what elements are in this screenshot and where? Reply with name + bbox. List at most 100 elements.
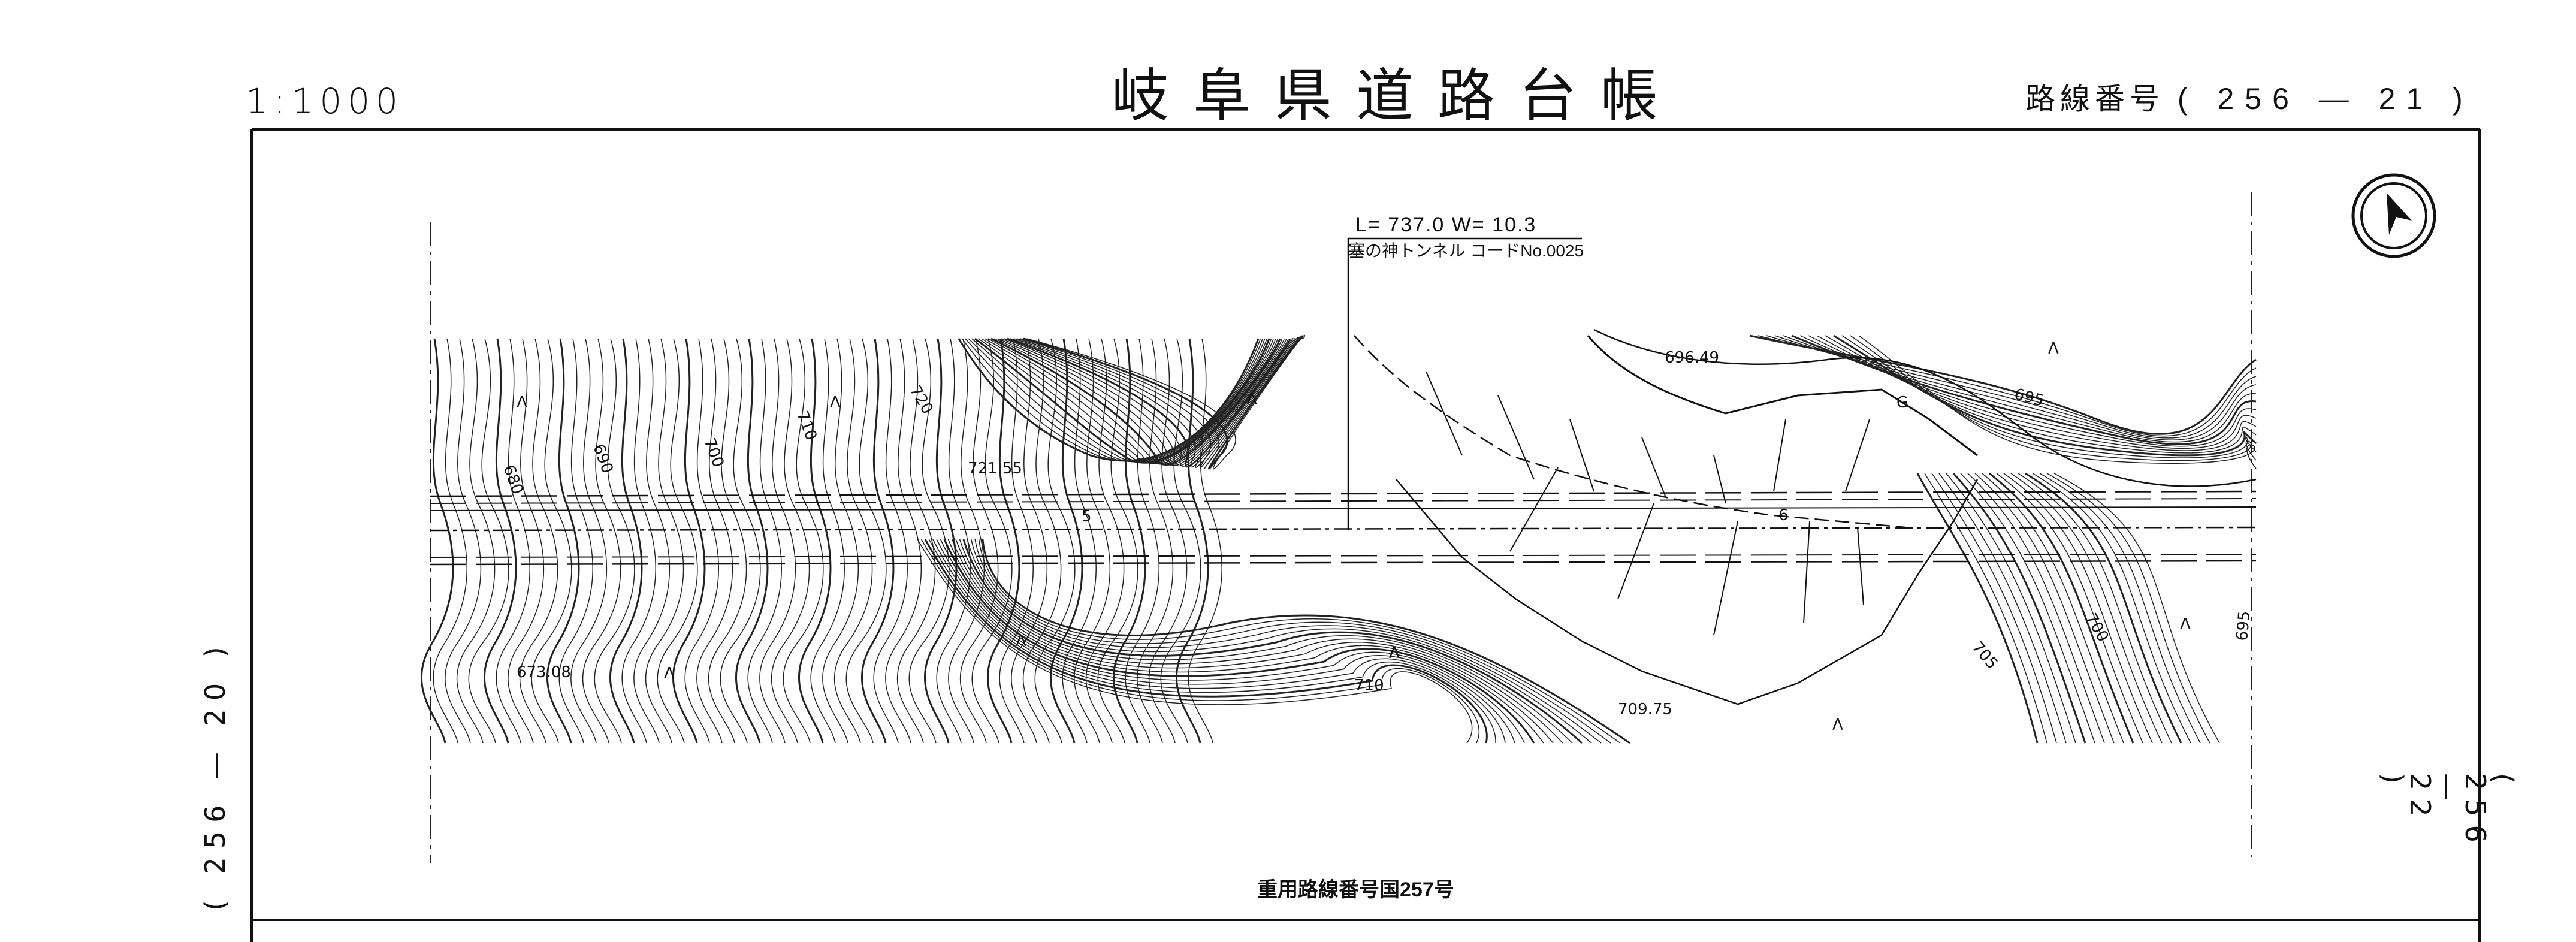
spot-height: 721.55: [968, 460, 1022, 478]
contour-line: [990, 337, 1281, 466]
spot-heights: 721.55 673.08 696.49 709.75: [517, 349, 1719, 718]
slope-tick: [1713, 521, 1738, 636]
contour-line: [1023, 335, 1303, 470]
contour-line: [420, 338, 454, 744]
contour-line: [1938, 473, 2067, 744]
contour-line: [1016, 337, 1298, 469]
contour-line: [783, 338, 824, 744]
contour-line: [468, 338, 509, 744]
contour-line: [982, 539, 1630, 744]
contour-line: [971, 338, 1268, 463]
contour-line: [508, 338, 545, 744]
contour-line: [684, 338, 719, 744]
contour-line: [570, 338, 608, 744]
slope-tick: [1713, 455, 1726, 504]
wasteland-symbol: Λ: [2048, 340, 2059, 358]
contour-line: [943, 539, 1535, 744]
contour-line: [948, 338, 985, 744]
contour-line: [1858, 335, 2257, 469]
contour-line: [952, 539, 1554, 744]
contour-label: 690: [589, 442, 616, 476]
contour-line: [1916, 473, 2039, 744]
contour-line: [971, 338, 1013, 744]
contour-line: [483, 338, 517, 744]
contour-line: [1850, 335, 2257, 461]
contour-line: [1996, 473, 2143, 744]
contour-line: [924, 539, 1488, 744]
slope-tick: [1569, 419, 1594, 492]
contour-label: 705: [1968, 638, 2001, 672]
contour-line: [771, 338, 810, 744]
contour-label: 710: [793, 409, 820, 443]
contour-line: [672, 338, 706, 744]
contour-line: [961, 338, 1261, 462]
contour-line: [594, 338, 635, 744]
wasteland-symbol: Λ: [1832, 716, 1843, 734]
contour-line: [873, 338, 908, 744]
station-label: 5: [1082, 508, 1092, 526]
contour-lines-west: [420, 338, 1222, 744]
slope-tick: [1803, 521, 1810, 624]
contour-line: [981, 338, 1274, 464]
contour-line: [531, 338, 572, 744]
contour-line: [546, 338, 580, 744]
contour-line: [917, 539, 1473, 744]
contour-line: [1011, 338, 1048, 744]
map-frame: [250, 128, 2481, 942]
contour-line: [1112, 338, 1146, 744]
contour-line: [822, 338, 859, 744]
wasteland-symbol: Λ: [1016, 632, 1026, 650]
contour-line: [1989, 472, 2134, 744]
station-label: 6: [1778, 506, 1789, 524]
contour-line: [657, 338, 698, 744]
contour-line: [1049, 338, 1083, 744]
contour-line: [1022, 338, 1062, 744]
contour-line: [2046, 473, 2210, 744]
contour-lines-valley: [917, 334, 1630, 744]
route-number-value: ( 256 — 21 ): [2177, 82, 2474, 116]
cut-slope: [1354, 328, 2257, 705]
slope-tick: [1857, 527, 1864, 606]
road-alignment: [430, 490, 2257, 566]
contour-line: [997, 338, 1285, 466]
contour-line: [621, 338, 656, 744]
contour-line: [1013, 337, 1296, 468]
contour-line: [1946, 473, 2076, 744]
contour-line: [947, 539, 1544, 744]
contour-line: [1010, 338, 1294, 468]
contour-line: [720, 338, 761, 744]
contour-line: [747, 338, 782, 744]
contour-line: [974, 539, 1611, 744]
grass-symbol: G: [1896, 394, 1908, 412]
contour-line: [1020, 336, 1301, 469]
contour-line: [2018, 473, 2172, 744]
contour-line: [1841, 335, 2257, 458]
contour-line: [1004, 338, 1289, 467]
contour-line: [928, 539, 1496, 744]
tunnel-name: 塞の神トンネル コードNo.0025: [1348, 241, 1584, 260]
contour-line: [845, 338, 887, 744]
contour-line: [1007, 337, 1292, 468]
contour-line: [2003, 473, 2153, 744]
tunnel-label-box: [1347, 237, 1582, 530]
slope-tick: [1845, 419, 1870, 492]
wasteland-symbol: Λ: [1389, 644, 1400, 662]
spot-height: 673.08: [517, 663, 571, 681]
shared-route-note: 重用路線番号国257号: [1257, 878, 1454, 901]
contour-line: [1967, 473, 2105, 744]
contour-line: [1833, 334, 2257, 457]
contour-line: [962, 539, 1583, 744]
contour-line: [456, 338, 496, 744]
contour-line: [958, 338, 1260, 462]
contour-line: [558, 338, 593, 744]
contour-line: [519, 338, 558, 744]
contour-line: [708, 338, 747, 744]
contour-label: 720: [906, 383, 937, 418]
contour-line: [582, 338, 621, 744]
map-symbols: Λ Λ Λ Λ Λ Λ Λ Λ Λ G: [517, 340, 2191, 734]
contour-line: [696, 338, 733, 744]
wasteland-symbol: Λ: [1246, 391, 1257, 409]
contour-line: [1034, 338, 1076, 744]
contour-line: [965, 338, 1263, 462]
